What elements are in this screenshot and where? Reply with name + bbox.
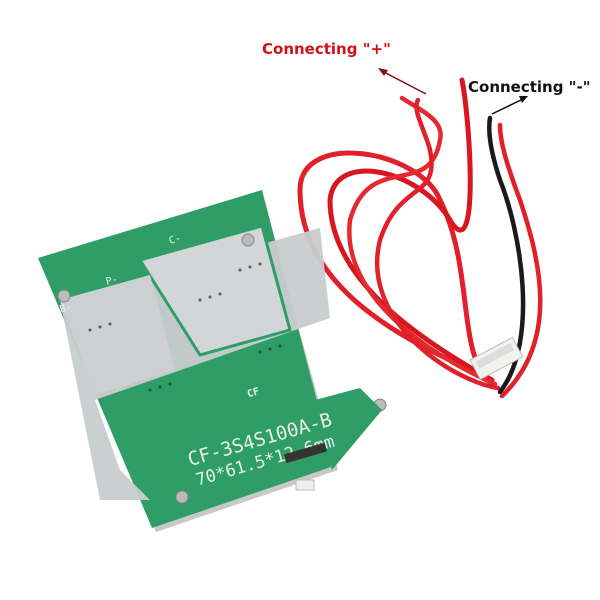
bms-board: CF CF-3S4S100A-B 70*61.5*12.6mm B- P- C- <box>38 190 387 532</box>
pad-label-p: P- <box>105 274 120 288</box>
pad-label-b: B- <box>59 302 74 316</box>
label-connecting-negative: Connecting "-" <box>468 78 591 96</box>
pad-label-c: C- <box>168 233 183 247</box>
jst-connector <box>469 336 524 381</box>
screw-icon <box>175 490 189 504</box>
balance-header <box>284 442 328 463</box>
red-wire <box>497 122 543 399</box>
board-logo: CF <box>246 386 261 400</box>
arrow-negative <box>491 97 526 115</box>
screw-icon <box>57 289 71 303</box>
arrow-positive <box>379 69 427 95</box>
screw-icon <box>241 233 255 247</box>
red-wire <box>297 150 491 381</box>
red-wire <box>347 95 498 387</box>
label-connecting-positive: Connecting "+" <box>262 40 391 58</box>
red-wire <box>375 97 501 391</box>
